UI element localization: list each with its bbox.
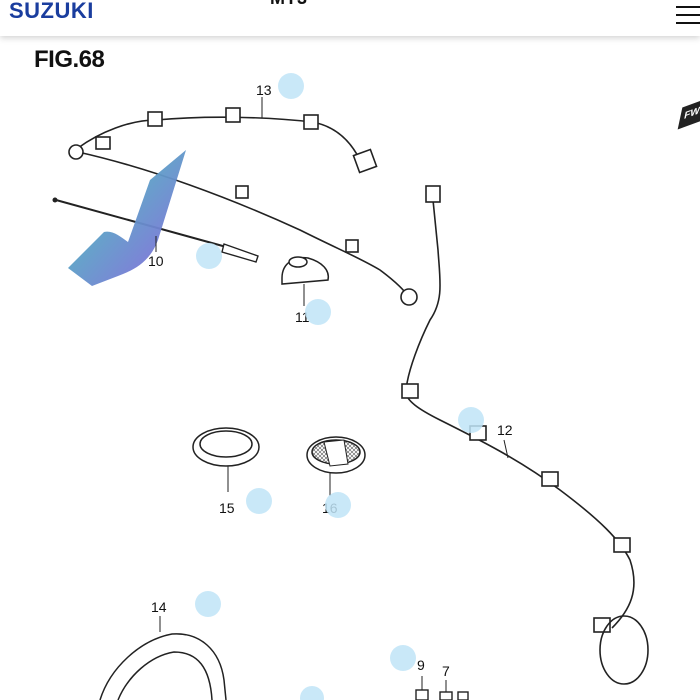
callout-12[interactable]: 12 xyxy=(497,422,513,438)
hotspot-10[interactable] xyxy=(196,243,222,269)
part-11-antenna-base[interactable] xyxy=(281,256,330,306)
hotspot-16[interactable] xyxy=(325,492,351,518)
part-9-bolt[interactable] xyxy=(415,676,429,700)
hotspot-14[interactable] xyxy=(195,591,221,617)
hotspot-bottom[interactable] xyxy=(300,686,324,700)
figure-label: FIG.68 xyxy=(34,46,105,73)
callout-13[interactable]: 13 xyxy=(256,82,272,98)
callout-7[interactable]: 7 xyxy=(442,663,450,679)
callout-14[interactable]: 14 xyxy=(151,599,167,615)
part-7-nut[interactable] xyxy=(439,680,469,700)
hotspot-11[interactable] xyxy=(305,299,331,325)
part-13-harness[interactable] xyxy=(68,107,418,306)
callout-10[interactable]: 10 xyxy=(148,253,164,269)
hamburger-menu-icon[interactable] xyxy=(672,2,700,28)
callout-9[interactable]: 9 xyxy=(417,657,425,673)
part-16-speaker-grille[interactable] xyxy=(306,436,366,496)
part-12-cable[interactable] xyxy=(401,185,649,685)
hotspot-12[interactable] xyxy=(458,407,484,433)
part-15-cap[interactable] xyxy=(192,427,260,492)
brand-logo[interactable]: SUZUKI xyxy=(9,0,94,23)
antenna-decal xyxy=(68,150,186,286)
app-header: SUZUKI MY3 xyxy=(0,0,700,36)
hotspot-13[interactable] xyxy=(278,73,304,99)
leader-12 xyxy=(503,439,509,459)
page-title: MY3 xyxy=(270,0,307,9)
hotspot-15[interactable] xyxy=(246,488,272,514)
hotspot-9[interactable] xyxy=(390,645,416,671)
part-14-speaker[interactable] xyxy=(99,616,227,700)
callout-15[interactable]: 15 xyxy=(219,500,235,516)
